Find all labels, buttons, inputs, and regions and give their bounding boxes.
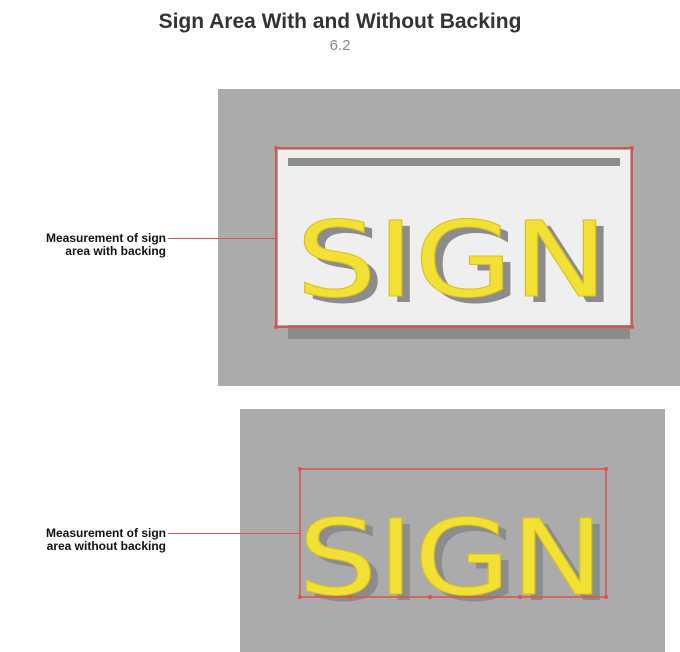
- corner-marker: [518, 595, 522, 599]
- corner-marker: [604, 467, 608, 471]
- corner-marker: [630, 146, 634, 150]
- corner-marker: [630, 325, 634, 329]
- corner-marker: [428, 595, 432, 599]
- sign-letters-with-backing: SIGN: [296, 199, 608, 321]
- corner-marker: [348, 595, 352, 599]
- backing-inner-bar: [288, 158, 620, 166]
- corner-marker: [298, 467, 302, 471]
- corner-marker: [604, 595, 608, 599]
- corner-marker: [298, 595, 302, 599]
- sign-letters-without-backing: SIGN: [298, 497, 604, 619]
- corner-marker: [274, 146, 278, 150]
- corner-marker: [274, 325, 278, 329]
